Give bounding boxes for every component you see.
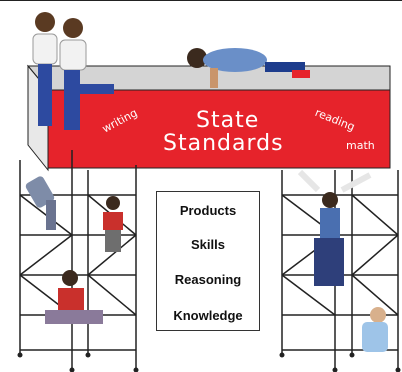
box-item-knowledge: Knowledge [173, 308, 243, 323]
standards-box: Products Skills Reasoning Knowledge [156, 191, 260, 331]
banner [47, 89, 391, 169]
boy-crawling [187, 48, 310, 88]
two-children-sitting [32, 12, 114, 130]
box-item-products: Products [179, 203, 237, 218]
top-border [0, 0, 402, 1]
box-item-skills: Skills [191, 237, 225, 252]
scaffold-feet [17, 352, 401, 372]
child-jumping [297, 169, 372, 286]
label-math: math [346, 139, 375, 152]
box-item-reasoning: Reasoning [174, 272, 242, 287]
child-sitting-left [45, 270, 103, 324]
banner-title-line1: State [196, 108, 260, 133]
child-lying-right [362, 307, 388, 352]
child-climbing [25, 176, 56, 230]
banner-title-line2: Standards [163, 131, 284, 156]
child-red-shirt [103, 196, 123, 252]
